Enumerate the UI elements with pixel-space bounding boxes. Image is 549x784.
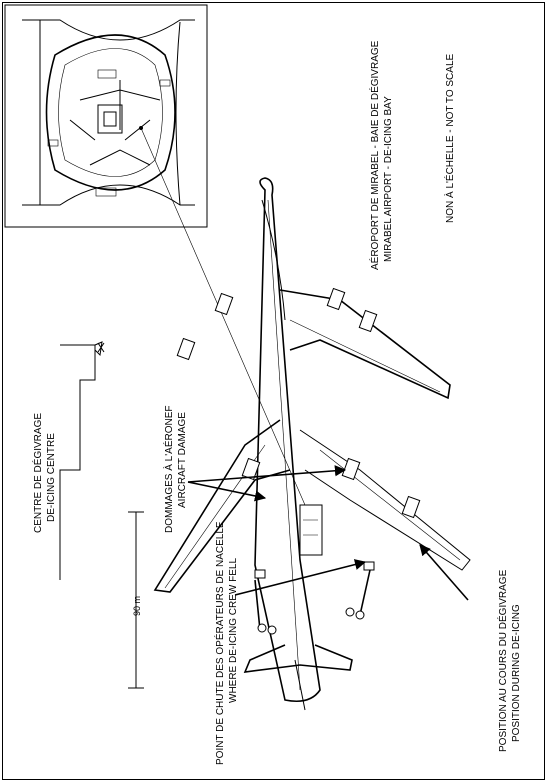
crew-fell-label-en: WHERE DE-ICING CREW FELL <box>228 558 239 703</box>
distance-label: 90 m <box>132 596 142 616</box>
position-label-fr: POSITION AU COURS DU DÉGIVRAGE <box>496 569 509 752</box>
deicing-centre-label-en: DE-ICING CENTRE <box>46 433 57 522</box>
scale-note: NON À L'ÉCHELLE - NOT TO SCALE <box>443 53 456 223</box>
crew-fell-label-fr: POINT DE CHUTE DES OPÉRATEURS DE NACELLE <box>213 521 226 765</box>
title-line2: MIRABEL AIRPORT - DE-ICING BAY <box>383 96 394 262</box>
damage-arrows <box>187 465 469 601</box>
position-label-en: POSITION DURING DE-ICING <box>511 604 522 742</box>
damage-label-fr: DOMMAGES À L'AÉRONEF <box>162 406 175 534</box>
distance-dimension <box>128 511 144 689</box>
damage-label-en: AIRCRAFT DAMAGE <box>177 412 188 508</box>
title-line1: AÉROPORT DE MIRABEL - BAIE DE DÉGIVRAGE <box>368 40 381 270</box>
deicing-centre-outline <box>59 341 105 580</box>
inset-bay-plan <box>4 4 208 228</box>
leader-line <box>140 127 306 506</box>
deicing-centre-label-fr: CENTRE DE DÉGIVRAGE <box>31 413 44 533</box>
deicing-vehicles <box>254 561 375 635</box>
aircraft-outline <box>153 177 471 711</box>
